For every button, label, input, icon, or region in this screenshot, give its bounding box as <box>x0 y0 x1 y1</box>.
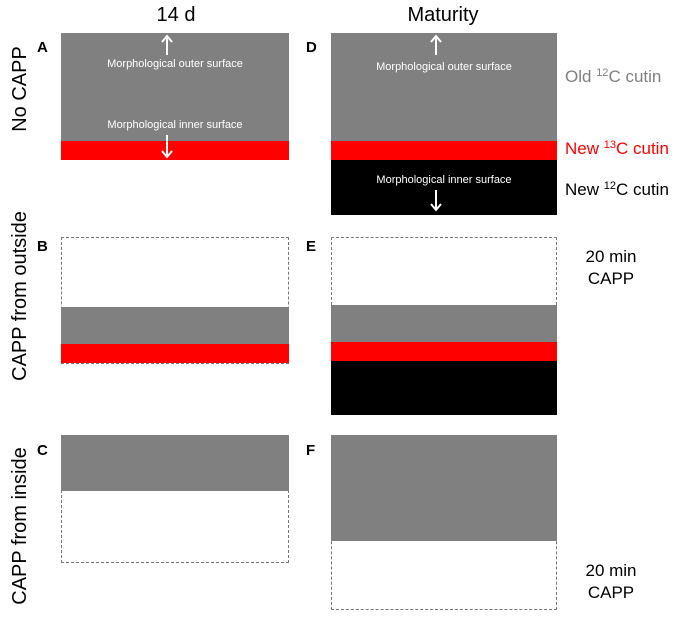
panel-a-inner-surface-label: Morphological inner surface <box>107 119 243 131</box>
panel-letter-e: E <box>306 238 317 255</box>
capp-label-bottom-line2: CAPP <box>587 583 635 602</box>
cutin-layer-diagram: 14 d Maturity No CAPP CAPP from outside … <box>9 4 669 610</box>
panel-e-old-12c-layer <box>331 305 557 342</box>
panel-letter-b: B <box>37 238 48 255</box>
capp-label-bottom-line1: 20 min <box>585 561 637 580</box>
panel-a-up-arrow-icon <box>161 34 173 55</box>
panel-letter-c: C <box>37 442 48 459</box>
panel-letter-d: D <box>306 39 317 56</box>
capp-label-middle-line1: 20 min <box>585 247 637 266</box>
label-old-12c-cutin: Old 12C cutin <box>565 67 662 86</box>
panel-f-old-12c-layer <box>331 435 557 541</box>
panel-a-old-12c-layer <box>61 33 289 141</box>
panel-letter-f: F <box>306 442 316 459</box>
panel-a-new-13c-layer <box>61 141 289 160</box>
panel-a-outer-surface-label: Morphological outer surface <box>107 58 243 70</box>
panel-d-outer-surface-label: Morphological outer surface <box>376 61 512 73</box>
column-heading-14d: 14 d <box>156 4 196 26</box>
label-new-13c-cutin: New 13C cutin <box>565 139 669 158</box>
panel-d-up-arrow-icon <box>430 34 442 55</box>
panel-e-new-13c-layer <box>331 342 557 361</box>
row-label-no-capp: No CAPP <box>9 46 31 132</box>
panel-d-new-12c-layer <box>331 160 557 215</box>
panel-e-new-12c-layer <box>331 361 557 415</box>
label-new-12c-cutin: New 12C cutin <box>565 180 669 199</box>
column-heading-maturity: Maturity <box>407 4 479 26</box>
panel-letter-a: A <box>37 39 48 56</box>
panel-d-inner-surface-label: Morphological inner surface <box>376 174 512 186</box>
row-label-capp-inside: CAPP from inside <box>9 447 31 605</box>
capp-label-middle: 20 min CAPP <box>566 246 656 290</box>
panel-b-old-12c-layer <box>61 307 289 344</box>
panel-d-down-arrow-icon <box>430 190 442 212</box>
row-label-capp-outside: CAPP from outside <box>9 211 31 381</box>
panel-b-removed-region <box>61 237 289 364</box>
panel-d-old-12c-layer <box>331 33 557 141</box>
panel-b-new-13c-layer <box>61 344 289 363</box>
panel-a-down-arrow-icon <box>161 135 173 159</box>
capp-label-middle-line2: CAPP <box>587 269 635 288</box>
panel-c-old-12c-layer <box>61 435 289 491</box>
panel-d-new-13c-layer <box>331 141 557 160</box>
capp-label-bottom: 20 min CAPP <box>566 560 656 604</box>
